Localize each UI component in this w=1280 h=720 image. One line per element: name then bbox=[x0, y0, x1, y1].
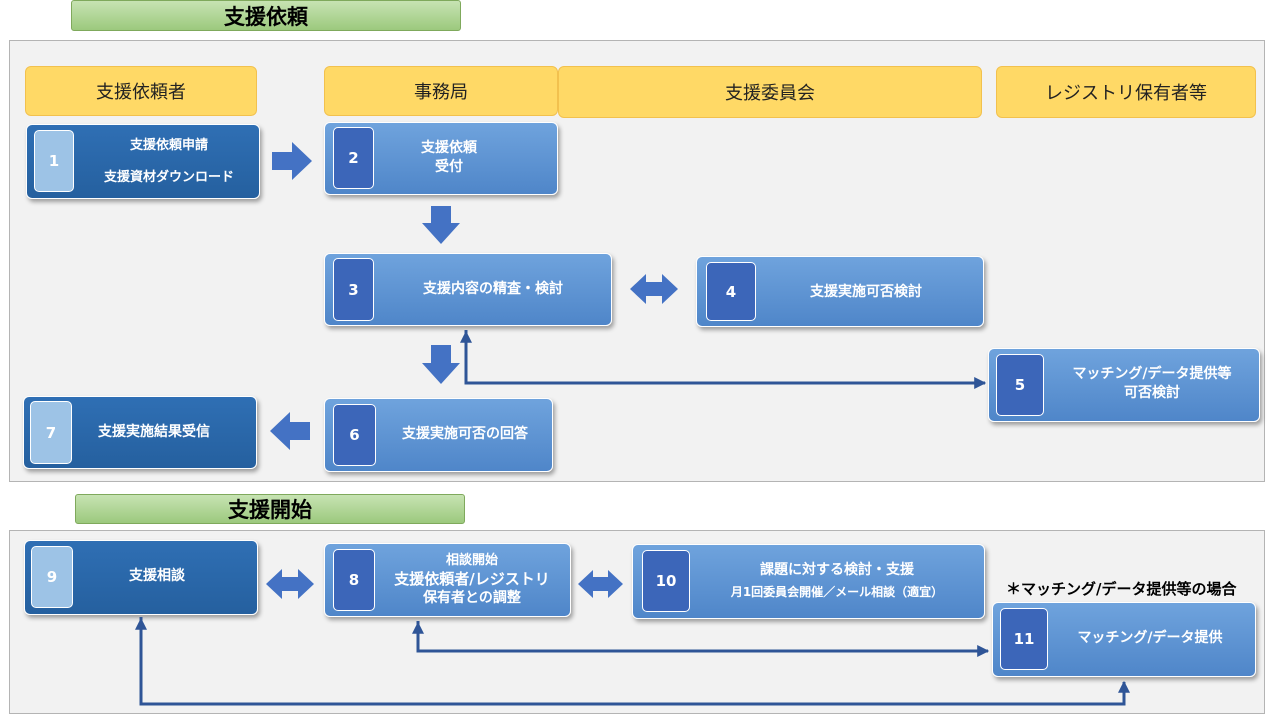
step-label-line-1: 課題に対する検討・支援 bbox=[760, 562, 914, 579]
lane-committee: 支援委員会 bbox=[558, 66, 982, 118]
arrow-down-2-3 bbox=[422, 206, 460, 244]
arrow-down-3-6 bbox=[422, 345, 460, 384]
step-number: 9 bbox=[31, 546, 73, 608]
connector-3-5 bbox=[464, 330, 987, 389]
step-text: 支援依頼 受付 bbox=[377, 125, 521, 191]
lane-registry: レジストリ保有者等 bbox=[996, 66, 1256, 118]
step-text: 支援実施可否の回答 bbox=[379, 401, 551, 467]
step-7-box: 7 支援実施結果受信 bbox=[23, 396, 257, 469]
step-label-line-1: マッチング/データ提供等 bbox=[1072, 366, 1232, 383]
step-4-box: 4 支援実施可否検討 bbox=[696, 256, 984, 327]
step-text: 支援実施結果受信 bbox=[74, 399, 234, 465]
step-number: 5 bbox=[996, 354, 1044, 416]
step-11-box: 11 マッチング/データ提供 bbox=[992, 602, 1256, 677]
connector-9-11 bbox=[139, 617, 1130, 706]
step-label-line-2: 支援資材ダウンロード bbox=[103, 170, 234, 185]
step-number: 10 bbox=[642, 550, 690, 612]
step-number: 3 bbox=[333, 258, 374, 321]
arrow-double-3-4 bbox=[630, 274, 678, 304]
lane-secretariat: 事務局 bbox=[324, 66, 558, 116]
arrow-right-1-2 bbox=[272, 142, 312, 180]
step-text: 支援依頼申請 支援資材ダウンロード bbox=[79, 129, 259, 195]
step-label-line-2: 月1回委員会開催／メール相談（適宜） bbox=[730, 585, 944, 600]
step-label-line-2: 可否検討 bbox=[1124, 385, 1180, 401]
section-title-request: 支援依頼 bbox=[71, 0, 461, 31]
step-text: マッチング/データ提供等 可否検討 bbox=[1047, 351, 1257, 417]
step-text: 支援内容の精査・検討 bbox=[381, 256, 605, 322]
section-title-start: 支援開始 bbox=[75, 494, 465, 524]
step-6-box: 6 支援実施可否の回答 bbox=[324, 398, 553, 472]
step-text: 支援相談 bbox=[75, 543, 239, 609]
step-label-line-1: 支援依頼申請 bbox=[129, 138, 208, 154]
connector-8-11 bbox=[416, 621, 990, 657]
matching-case-note: ＊マッチング/データ提供等の場合 bbox=[1006, 580, 1237, 598]
step-label-line-1: 支援実施可否の回答 bbox=[402, 425, 528, 442]
step-text: 相談開始 支援依頼者/レジストリ 保有者との調整 bbox=[377, 544, 567, 616]
step-number: 8 bbox=[333, 549, 375, 611]
step-label-line-1: 支援依頼 bbox=[421, 140, 477, 157]
step-label-line-1: 支援内容の精査・検討 bbox=[423, 280, 563, 297]
step-number: 11 bbox=[1000, 608, 1048, 670]
step-8-box: 8 相談開始 支援依頼者/レジストリ 保有者との調整 bbox=[324, 543, 571, 617]
step-number: 6 bbox=[333, 404, 376, 466]
step-1-box: 1 支援依頼申請 支援資材ダウンロード bbox=[26, 124, 260, 199]
step-10-box: 10 課題に対する検討・支援 月1回委員会開催／メール相談（適宜） bbox=[632, 544, 985, 619]
step-label-line-1: 支援実施可否検討 bbox=[810, 283, 922, 300]
step-3-box: 3 支援内容の精査・検討 bbox=[324, 253, 612, 326]
step-number: 1 bbox=[34, 130, 74, 192]
step-label-line-1: マッチング/データ提供 bbox=[1077, 629, 1223, 646]
arrow-double-9-8 bbox=[266, 569, 314, 599]
step-label-line-3: 保有者との調整 bbox=[423, 590, 521, 607]
step-text: 課題に対する検討・支援 月1回委員会開催／メール相談（適宜） bbox=[693, 547, 981, 615]
step-2-box: 2 支援依頼 受付 bbox=[324, 122, 558, 195]
step-number: 2 bbox=[333, 127, 374, 189]
arrow-left-6-7 bbox=[270, 412, 310, 450]
step-label-line-2: 支援依頼者/レジストリ bbox=[394, 569, 550, 588]
step-text: マッチング/データ提供 bbox=[1051, 605, 1249, 671]
lane-requester: 支援依頼者 bbox=[25, 66, 257, 116]
step-label-line-2: 受付 bbox=[435, 159, 463, 175]
step-label-line-1: 支援実施結果受信 bbox=[98, 423, 210, 440]
step-label-line-1: 支援相談 bbox=[129, 567, 185, 584]
step-text: 支援実施可否検討 bbox=[759, 259, 973, 325]
step-9-box: 9 支援相談 bbox=[24, 540, 258, 615]
step-5-box: 5 マッチング/データ提供等 可否検討 bbox=[988, 348, 1260, 422]
arrow-double-8-10 bbox=[578, 570, 623, 598]
step-number: 7 bbox=[30, 401, 72, 464]
step-number: 4 bbox=[706, 262, 756, 321]
step-label-line-1: 相談開始 bbox=[445, 552, 498, 568]
